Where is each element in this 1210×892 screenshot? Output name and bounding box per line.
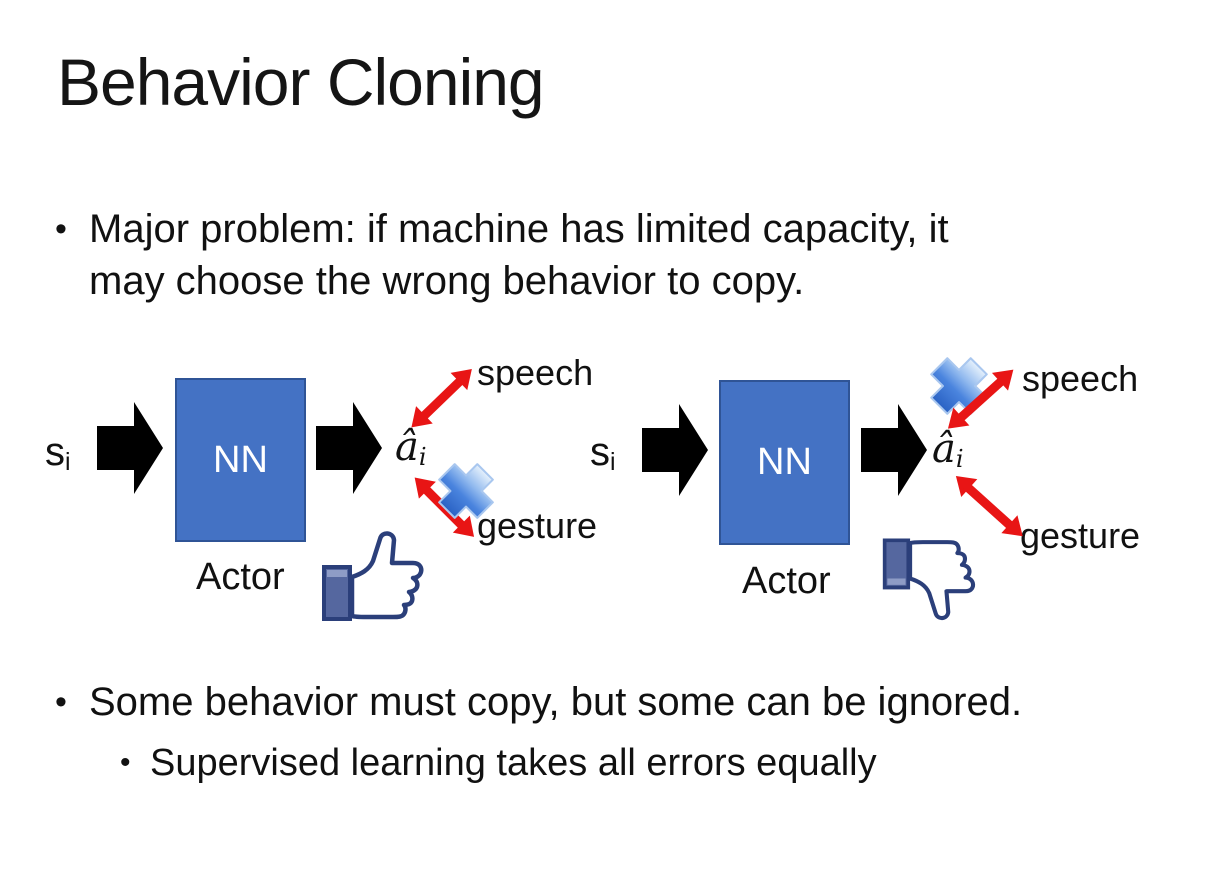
left-speech-arrow-icon bbox=[403, 360, 481, 436]
bullet-supervised: • Supervised learning takes all errors e… bbox=[120, 738, 877, 788]
left-input-state-label: si bbox=[45, 430, 71, 477]
right-input-state-label: si bbox=[590, 430, 616, 477]
thumbs-down-icon bbox=[882, 538, 976, 621]
right-output-arrow-icon bbox=[861, 404, 927, 496]
left-output-arrow-icon bbox=[316, 402, 382, 494]
thumbs-up-icon bbox=[322, 531, 424, 621]
right-input-arrow-icon bbox=[642, 404, 708, 496]
bullet-major-problem-line2: may choose the wrong behavior to copy. bbox=[89, 259, 805, 303]
left-input-arrow-icon bbox=[97, 402, 163, 494]
right-speech-label: speech bbox=[1022, 358, 1139, 399]
bullet-marker: • bbox=[120, 746, 131, 779]
left-nn-box: NN bbox=[175, 378, 306, 542]
left-actor-label: Actor bbox=[196, 556, 285, 598]
right-nn-label: NN bbox=[757, 441, 812, 483]
left-gesture-label: gesture bbox=[477, 505, 598, 546]
right-gesture-label: gesture bbox=[1020, 515, 1141, 556]
bullet-major-problem-line1: Major problem: if machine has limited ca… bbox=[89, 207, 949, 251]
bullet-some-behavior: • Some behavior must copy, but some can … bbox=[55, 676, 1022, 728]
left-output-action-label: âi bbox=[395, 424, 427, 472]
page-title: Behavior Cloning bbox=[57, 45, 545, 119]
left-cross-out-icon bbox=[438, 463, 494, 519]
bullet-marker: • bbox=[55, 683, 67, 721]
left-nn-label: NN bbox=[213, 438, 268, 481]
bullet-some-behavior-text: Some behavior must copy, but some can be… bbox=[89, 680, 1023, 724]
left-speech-label: speech bbox=[477, 352, 594, 393]
bullet-major-problem: • Major problem: if machine has limited … bbox=[55, 203, 949, 307]
right-actor-label: Actor bbox=[742, 560, 831, 602]
right-nn-box: NN bbox=[719, 380, 850, 545]
right-output-action-label: âi bbox=[932, 426, 964, 474]
bullet-supervised-text: Supervised learning takes all errors equ… bbox=[150, 742, 877, 784]
bullet-marker: • bbox=[55, 210, 67, 248]
